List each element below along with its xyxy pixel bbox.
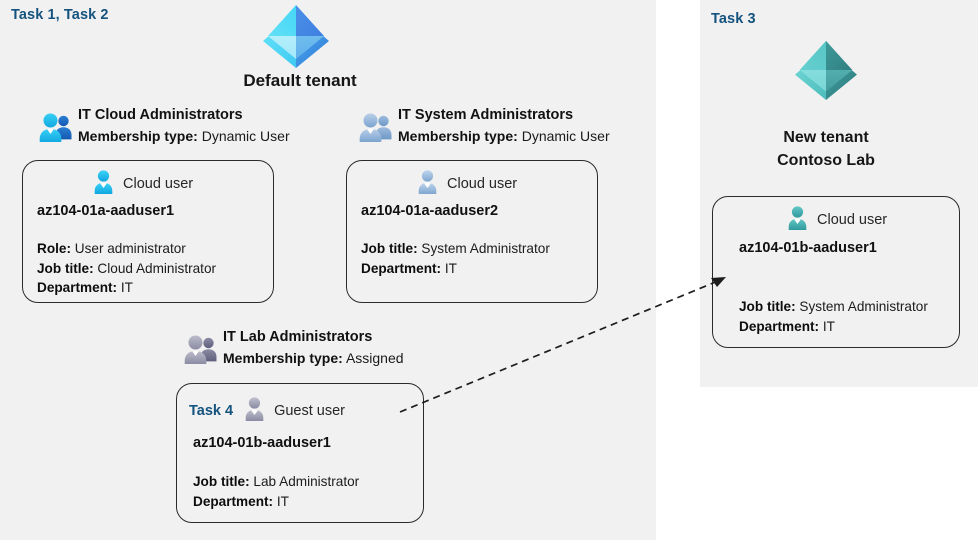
user-card-az104-01b-aaduser1-guest[interactable]: Task 4 Guest user az104-01b-aaduser1 Job… [176,383,424,523]
user-card-az104-01b-aaduser1-cloud[interactable]: Cloud user az104-01b-aaduser1 Job title:… [712,196,960,348]
attr-row: Job title: Cloud Administrator [37,259,216,279]
group-users-icon [38,112,74,147]
cloud-user-icon [415,169,440,199]
attr-label: Job title: [193,474,250,489]
default-tenant-title: Default tenant [243,71,357,90]
attr-value: Lab Administrator [253,474,360,489]
user-name: az104-01b-aaduser1 [193,435,331,451]
membership-value: Dynamic User [201,127,290,144]
membership-label: Membership type: [78,127,198,144]
membership-value: Dynamic User [521,127,610,144]
attr-label: Job title: [739,299,796,314]
user-kind: Guest user [274,403,345,419]
new-tenant-icon [790,38,862,105]
user-attributes: Role: User administrator Job title: Clou… [37,239,216,298]
new-tenant-title-line2: Contoso Lab [777,152,875,170]
attr-row: Job title: System Administrator [739,297,928,317]
group-users-icon [183,334,219,369]
group-membership: Membership type: Dynamic User [78,126,290,146]
attr-row: Department: IT [361,259,550,279]
group-text: IT Cloud Administrators Membership type:… [78,106,290,146]
user-kind: Cloud user [447,176,518,192]
cloud-user-icon [91,169,116,199]
attr-row: Job title: System Administrator [361,239,550,259]
default-tenant-panel [0,0,656,540]
group-name: IT Cloud Administrators [78,107,243,123]
attr-label: Role: [37,241,71,256]
user-card-az104-01a-aaduser2[interactable]: Cloud user az104-01a-aaduser2 Job title:… [346,160,598,303]
attr-label: Department: [193,493,274,509]
attr-label: Department: [37,280,118,296]
attr-row: Department: IT [739,317,928,337]
user-name: az104-01b-aaduser1 [739,240,877,256]
membership-label: Membership type: [223,349,343,366]
user-kind: Cloud user [817,212,888,228]
user-name: az104-01a-aaduser1 [37,203,175,219]
guest-user-icon [242,396,267,426]
attr-value: IT [822,318,835,334]
user-attributes: Job title: System Administrator Departme… [361,239,550,278]
group-name: IT System Administrators [398,107,574,123]
cloud-user-icon [785,205,810,235]
group-name: IT Lab Administrators [223,329,373,345]
card-head: Cloud user [415,169,517,199]
task-label-4: Task 4 [189,403,234,419]
default-tenant-icon [258,2,334,73]
new-tenant-title-line1: New tenant [783,129,869,146]
attr-value: System Administrator [799,299,928,314]
attr-value: IT [444,260,457,276]
attr-row: Job title: Lab Administrator [193,472,359,492]
membership-value: Assigned [345,349,404,366]
card-head: Task 4 Guest user [189,396,345,426]
membership-label: Membership type: [398,127,518,144]
attr-row: Department: IT [37,278,216,298]
attr-label: Job title: [361,241,418,256]
group-text: IT System Administrators Membership type… [398,106,610,146]
attr-label: Department: [739,318,820,334]
user-attributes: Job title: System Administrator Departme… [739,297,928,336]
group-membership: Membership type: Dynamic User [398,126,610,146]
new-tenant-title: New tenant Contoso Lab [726,126,926,172]
group-text: IT Lab Administrators Membership type: A… [223,328,404,368]
attr-value: IT [120,280,133,296]
task-label-1-2: Task 1, Task 2 [11,7,109,23]
user-card-az104-01a-aaduser1[interactable]: Cloud user az104-01a-aaduser1 Role: User… [22,160,274,303]
card-head: Cloud user [785,205,887,235]
card-head: Cloud user [91,169,193,199]
attr-value: IT [276,493,289,509]
attr-value: Cloud Administrator [97,260,217,276]
user-attributes: Job title: Lab Administrator Department:… [193,472,359,511]
attr-row: Department: IT [193,492,359,512]
task-label-3: Task 3 [711,11,756,27]
group-users-icon [358,112,394,147]
attr-row: Role: User administrator [37,239,216,259]
user-kind: Cloud user [123,176,194,192]
group-membership: Membership type: Assigned [223,348,404,368]
attr-value: User administrator [74,241,186,256]
user-name: az104-01a-aaduser2 [361,203,499,219]
attr-label: Job title: [37,260,94,276]
attr-value: System Administrator [421,241,550,256]
attr-label: Department: [361,260,442,276]
